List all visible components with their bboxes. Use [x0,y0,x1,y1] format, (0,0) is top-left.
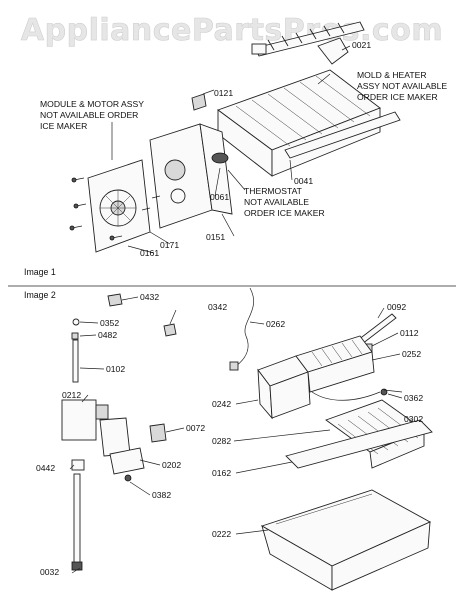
label-0092: 0092 [387,302,406,312]
label-0202: 0202 [162,460,181,470]
label-0252: 0252 [402,349,421,359]
label-0442: 0442 [36,463,55,473]
label-0162: 0162 [212,468,231,478]
label-0342: 0342 [208,302,227,312]
watermark-text: AppliancePartsPros.com [21,13,443,48]
housing-0151 [149,123,233,229]
note-thermostat-line1: THERMOSTAT [244,186,303,196]
note-module-line2: NOT AVAILABLE ORDER [40,110,138,120]
label-0482: 0482 [98,330,117,340]
ice-bin-0222 [260,489,432,591]
note-mold-line3: ORDER ICE MAKER [357,92,438,102]
label-0352: 0352 [100,318,119,328]
part-0382-shape [124,474,132,482]
note-module-line3: ICE MAKER [40,121,87,131]
label-0382: 0382 [152,490,171,500]
part-0352-shape [72,318,80,326]
part-0442-shape [71,459,85,471]
module-cover [87,159,151,253]
label-0242: 0242 [212,399,231,409]
label-0151: 0151 [206,232,225,242]
icemaker-assembly [257,335,375,420]
note-module-line1: MODULE & MOTOR ASSY [40,99,144,109]
label-0041: 0041 [294,176,313,186]
note-thermostat-line3: ORDER ICE MAKER [244,208,325,218]
label-0262: 0262 [266,319,285,329]
label-0032: 0032 [40,567,59,577]
water-valve-0212 [61,399,131,457]
label-0432: 0432 [140,292,159,302]
ejector-arms [251,21,365,57]
label-0222: 0222 [212,529,231,539]
label-0072: 0072 [186,423,205,433]
section-label-image1: Image 1 [24,267,56,277]
image2-illustration [61,287,433,591]
label-0121: 0121 [214,88,233,98]
label-0021: 0021 [352,40,371,50]
part-0021-shape [317,37,349,65]
note-mold-line1: MOLD & HEATER [357,70,427,80]
part-0162-shape [285,419,433,469]
label-0061: 0061 [210,192,229,202]
part-0342-shape [163,323,177,337]
label-0302: 0302 [404,414,423,424]
part-0072-shape [149,423,167,443]
note-thermostat-line2: NOT AVAILABLE [244,197,309,207]
label-0102: 0102 [106,364,125,374]
label-0171: 0171 [160,240,179,250]
part-0032-shape [73,473,81,571]
part-0061-shape [211,152,229,164]
part-0262-shape [235,287,254,367]
part-0041-shape [284,111,401,159]
part-0302-shape [311,391,381,401]
part-0432-shape [107,293,123,307]
part-0092-shape [357,313,397,345]
label-0112: 0112 [400,328,419,338]
label-0362: 0362 [404,393,423,403]
label-0161: 0161 [140,248,159,258]
mold-body [217,69,381,177]
part-0121-shape [191,93,207,111]
section-label-image2: Image 2 [24,290,56,300]
part-0102-shape [72,339,79,383]
note-mold-line2: ASSY NOT AVAILABLE [357,81,447,91]
label-0212: 0212 [62,390,81,400]
label-0282: 0282 [212,436,231,446]
part-0202-shape [109,447,145,475]
part-0482-shape [71,332,79,340]
image1-illustration [69,21,401,254]
